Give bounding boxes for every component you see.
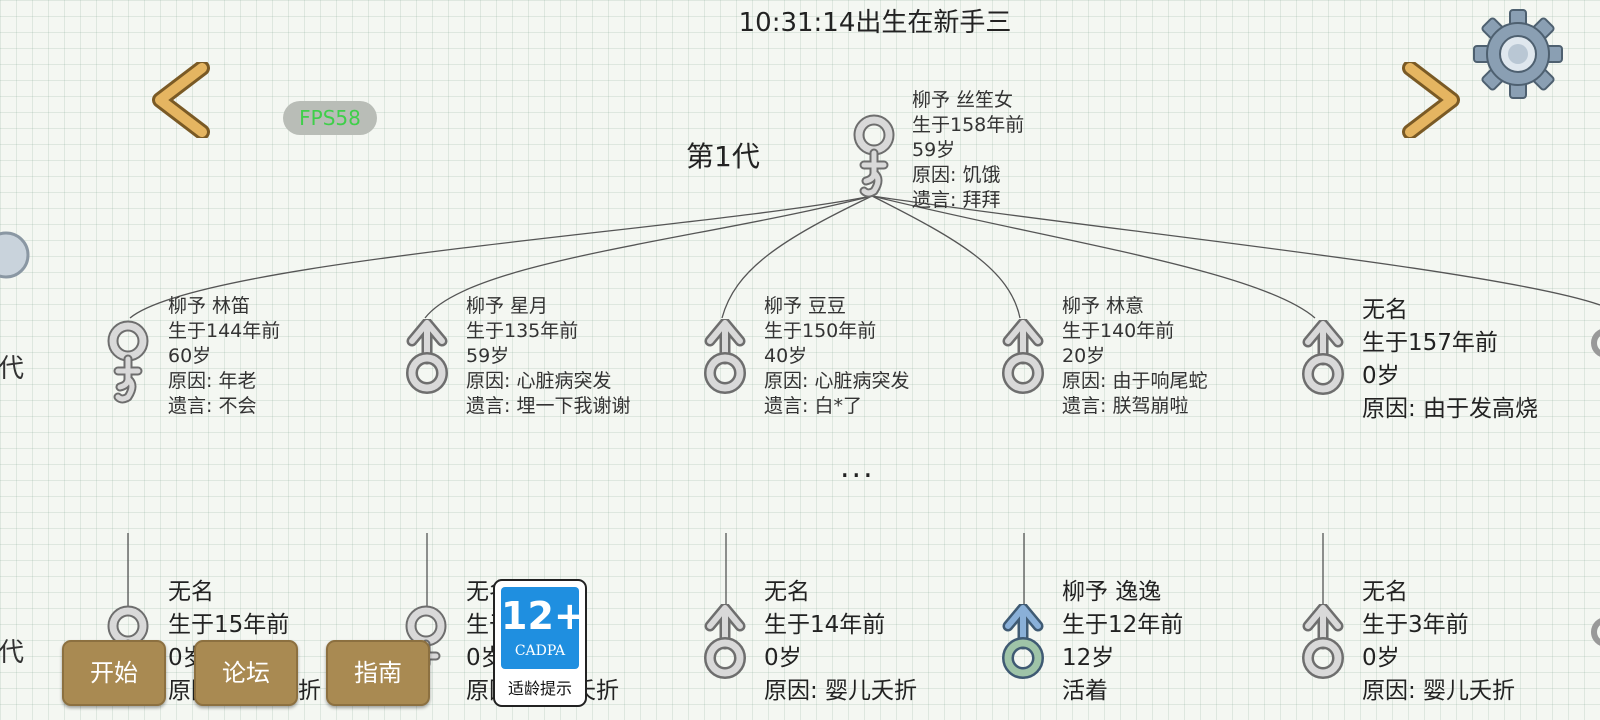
- person-age: 40岁: [764, 345, 808, 367]
- tree-branch: [871, 195, 1316, 319]
- person-birth: 生于158年前: [912, 114, 1025, 136]
- age-rating-tip: 适龄提示: [507, 679, 572, 698]
- gear-icon[interactable]: [1472, 8, 1564, 100]
- person-cause: 原因: 饥饿: [912, 164, 1001, 186]
- chevron-right-icon[interactable]: [1400, 62, 1466, 138]
- age-rating-number: 12+: [501, 594, 586, 638]
- person-age: 12岁: [1062, 645, 1115, 671]
- person-name: 柳予 林笛: [168, 295, 251, 317]
- person-status: 活着: [1062, 678, 1108, 704]
- person-birth: 生于140年前: [1062, 320, 1175, 342]
- person-info: 柳予 丝笙女 生于158年前 59岁 原因: 饥饿 遗言: 拜拜: [912, 88, 1024, 213]
- person-age: 59岁: [912, 139, 956, 161]
- person-birth: 生于150年前: [764, 320, 877, 342]
- female-icon: [107, 320, 149, 404]
- person-last-words: 遗言: 白*了: [764, 395, 862, 417]
- partial-gender-icon: [1591, 618, 1600, 646]
- person-name: 柳予 丝笙女: [912, 89, 1014, 111]
- person-age: 0岁: [1362, 645, 1400, 671]
- person-birth: 生于144年前: [168, 320, 281, 342]
- tree-branch: [129, 195, 873, 319]
- male-icon: [1002, 319, 1044, 394]
- age-rating-badge[interactable]: 12+ CADPA 适龄提示: [493, 579, 587, 707]
- person-cause: 原因: 年老: [168, 370, 257, 392]
- person-cause: 原因: 婴儿夭折: [1362, 678, 1516, 704]
- age-rating-org: CADPA: [514, 643, 566, 659]
- person-birth: 生于135年前: [466, 320, 579, 342]
- person-cause: 原因: 心脏病突发: [764, 370, 910, 392]
- person-birth: 生于12年前: [1062, 612, 1184, 638]
- person-last-words: 遗言: 朕驾崩啦: [1062, 395, 1189, 417]
- generation-label: 第1代: [686, 140, 760, 173]
- tree-branch: [721, 195, 873, 319]
- person-name: 柳予 逸逸: [1062, 579, 1162, 605]
- male-icon: [1002, 604, 1044, 679]
- page-title: 10:31:14出生在新手三: [738, 8, 1012, 38]
- person-name: 柳予 林意: [1062, 295, 1145, 317]
- chevron-left-icon[interactable]: [146, 62, 212, 138]
- person-age: 0岁: [764, 645, 802, 671]
- person-last-words: 遗言: 拜拜: [912, 189, 1001, 211]
- tree-branch: [424, 195, 873, 319]
- person-name: 无名: [1362, 297, 1408, 323]
- male-icon: [1302, 604, 1344, 679]
- person-age: 20岁: [1062, 345, 1106, 367]
- person-last-words: 遗言: 不会: [168, 395, 257, 417]
- person-birth: 生于3年前: [1362, 612, 1469, 638]
- person-name: 无名: [764, 579, 810, 605]
- male-icon: [704, 319, 746, 394]
- person-name: 无名: [1362, 579, 1408, 605]
- person-name: 柳予 豆豆: [764, 295, 847, 317]
- generation-side-label: 代: [0, 354, 25, 384]
- partial-gender-icon: [1591, 329, 1600, 357]
- avatar-partial-icon[interactable]: [0, 231, 30, 279]
- male-icon: [704, 604, 746, 679]
- person-age: 60岁: [168, 345, 212, 367]
- male-icon: [406, 319, 448, 394]
- ellipsis: ...: [840, 450, 875, 485]
- female-icon: [853, 114, 895, 198]
- start-button[interactable]: 开始: [62, 640, 166, 706]
- tree-branch: [871, 195, 1021, 319]
- person-cause: 原因: 由于响尾蛇: [1062, 370, 1208, 392]
- generation-side-label: 代: [0, 638, 25, 668]
- tree-branch: [871, 195, 1600, 306]
- person-cause: 原因: 心脏病突发: [466, 370, 612, 392]
- age-rating-panel: 12+ CADPA: [501, 587, 586, 669]
- person-cause: 原因: 由于发高烧: [1362, 396, 1539, 422]
- guide-button[interactable]: 指南: [326, 640, 430, 706]
- fps-counter: FPS58: [283, 101, 377, 135]
- person-birth: 生于14年前: [764, 612, 886, 638]
- forum-button[interactable]: 论坛: [194, 640, 298, 706]
- male-icon: [1302, 320, 1344, 395]
- person-last-words: 遗言: 埋一下我谢谢: [466, 395, 631, 417]
- person-age: 59岁: [466, 345, 510, 367]
- person-cause: 原因: 婴儿夭折: [764, 678, 918, 704]
- person-age: 0岁: [1362, 363, 1400, 389]
- person-birth: 生于15年前: [168, 612, 290, 638]
- person-name: 柳予 星月: [466, 295, 549, 317]
- person-birth: 生于157年前: [1362, 330, 1498, 356]
- person-name: 无名: [168, 579, 214, 605]
